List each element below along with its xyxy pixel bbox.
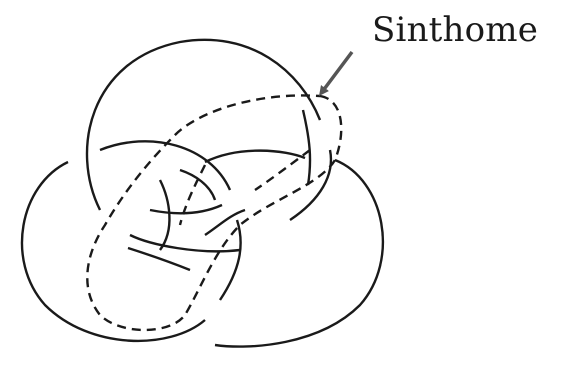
- sinthome-dashed-inner-2: [180, 165, 205, 225]
- center-strand-2: [180, 170, 215, 200]
- pointer-arrow: [322, 52, 352, 92]
- sinthome-dashed-loop: [87, 95, 341, 330]
- left-ring-inner: [220, 220, 241, 300]
- left-ring-upper: [100, 141, 230, 190]
- right-vertical-strand: [303, 110, 310, 185]
- center-strand-1: [160, 180, 169, 250]
- top-ring-inner: [130, 235, 240, 251]
- sinthome-label: Sinthome: [372, 10, 538, 50]
- right-ring-upper: [205, 151, 305, 162]
- left-ring: [22, 162, 205, 341]
- right-ring-inner: [128, 248, 190, 270]
